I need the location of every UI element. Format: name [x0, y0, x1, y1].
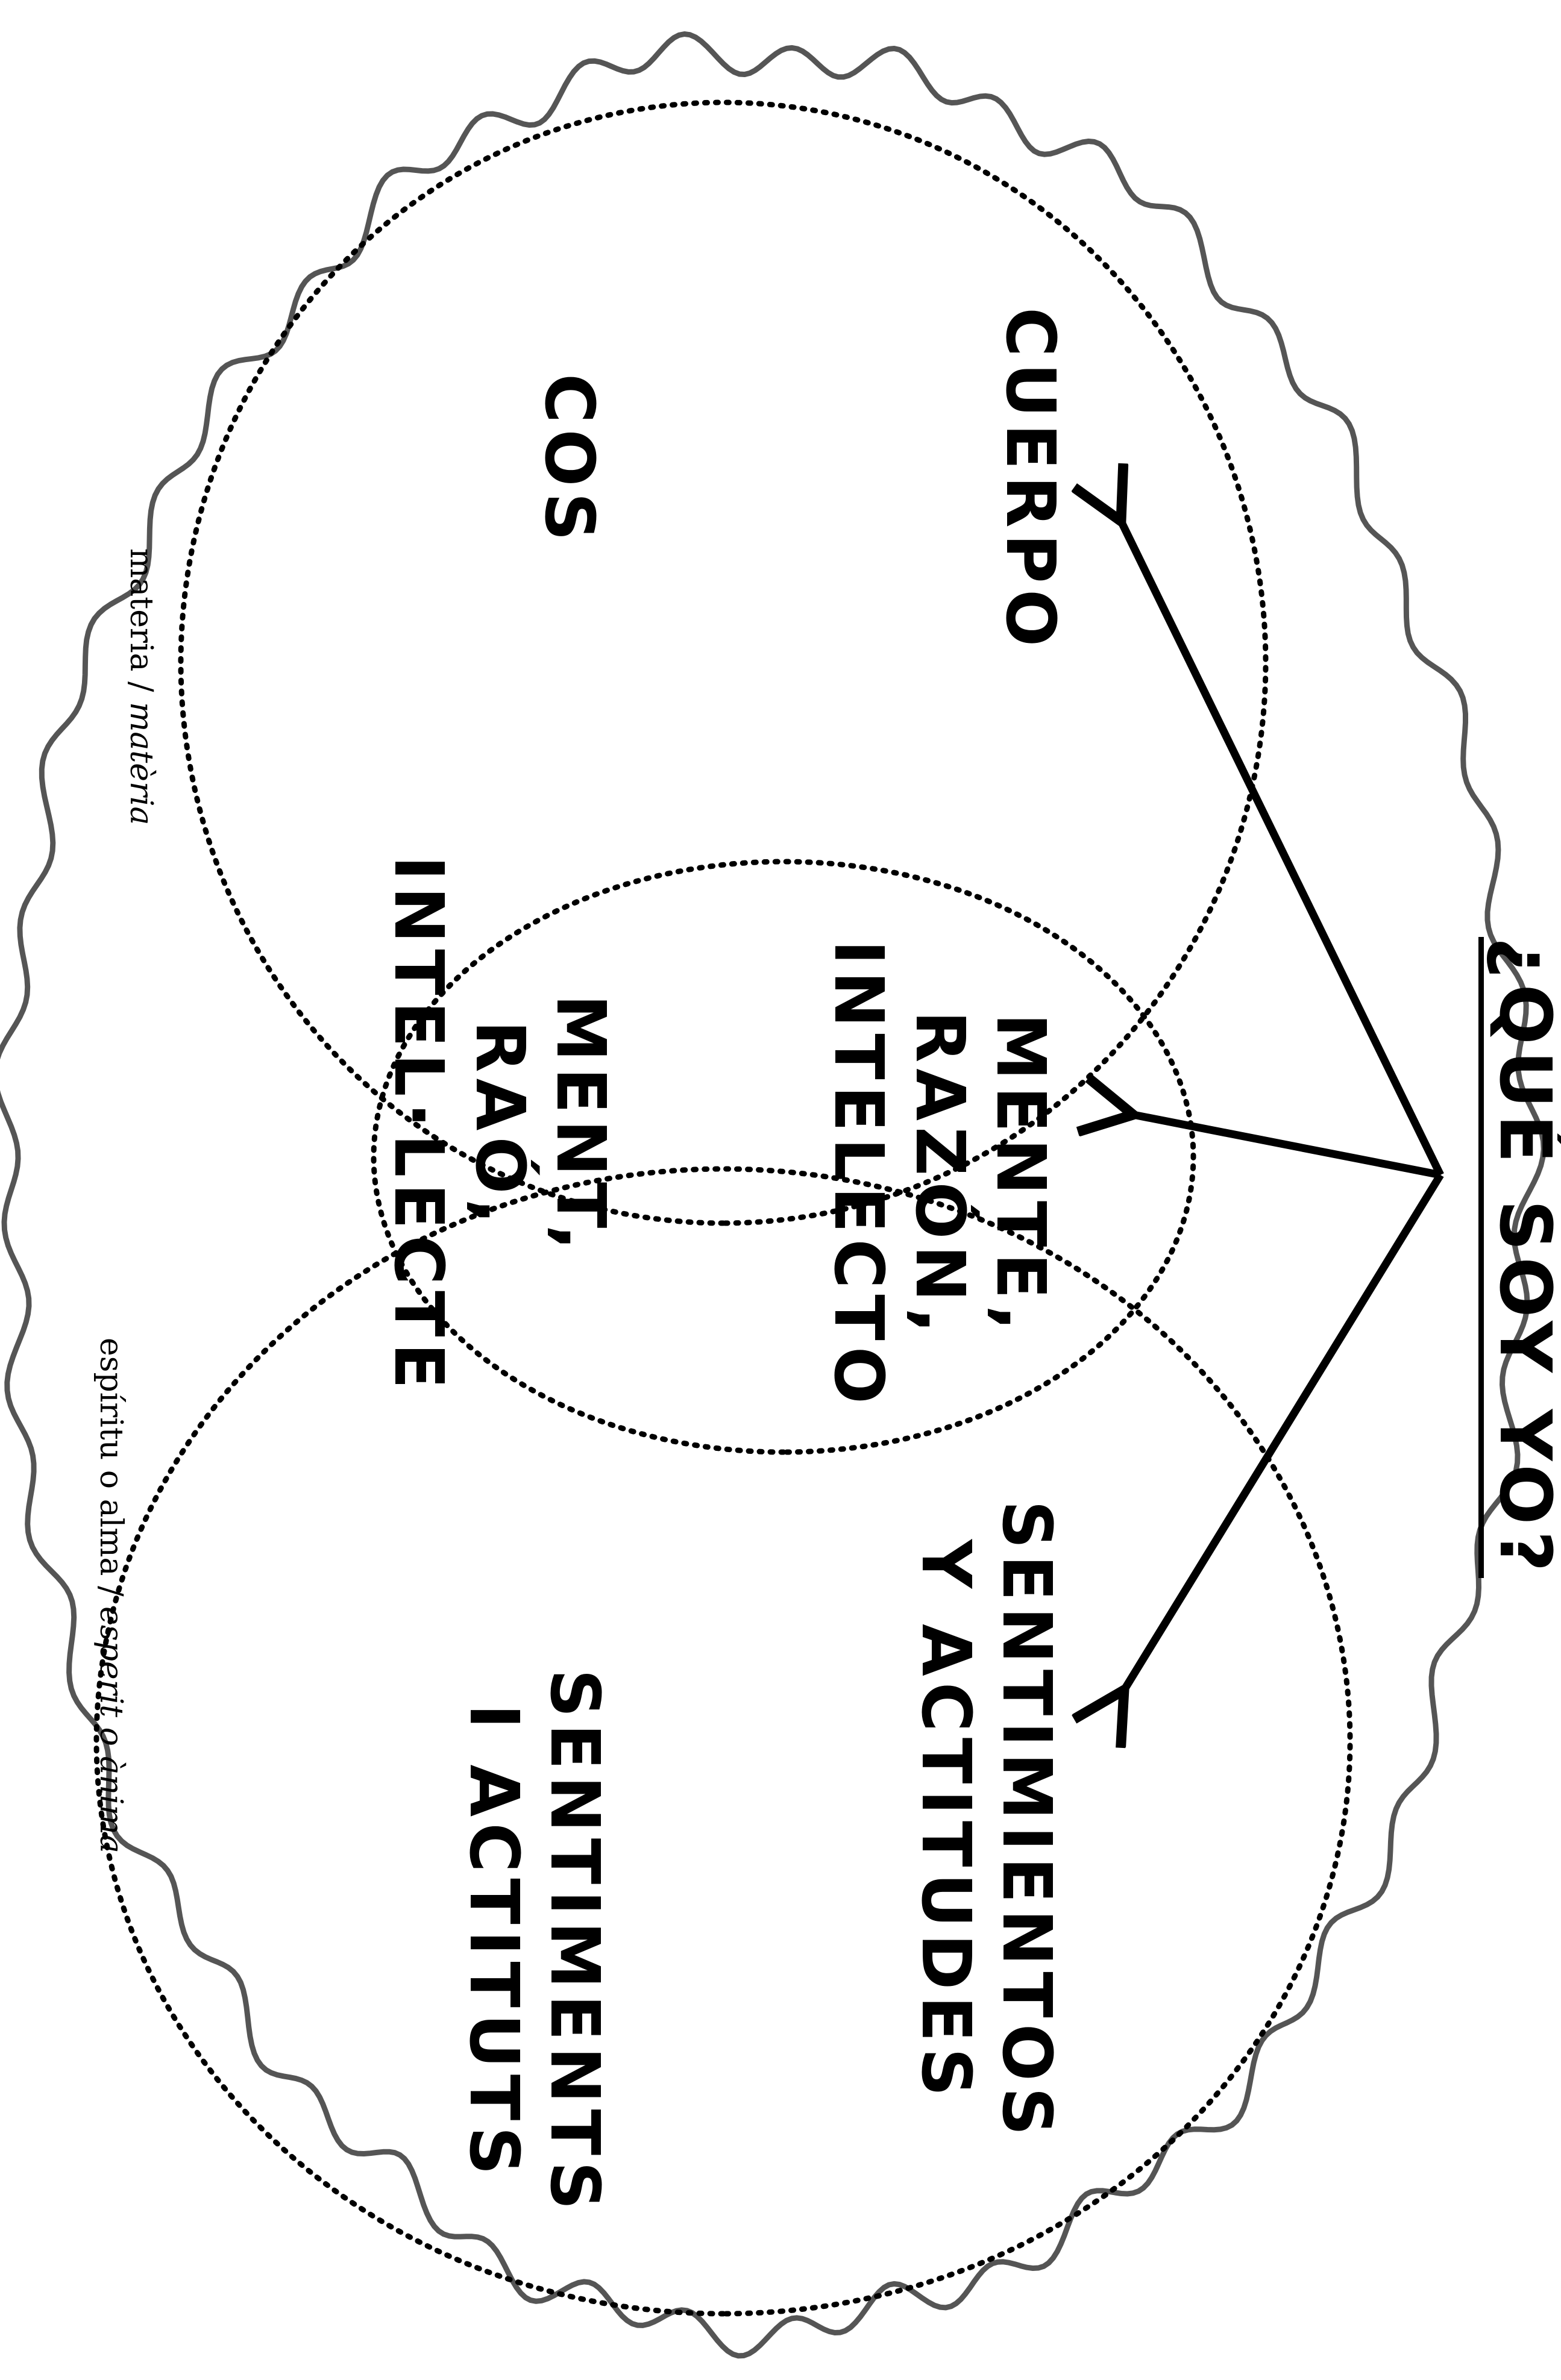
label-cuerpo: CUERPO: [991, 307, 1069, 653]
cloud-outline: [0, 31, 1547, 2359]
label-sentiments-actituts: SENTIMENTS I ACTITUTS: [454, 1669, 614, 2216]
caption-separator: /: [93, 1576, 129, 1607]
mente-circle: [371, 859, 1196, 1455]
caption-materia-es: materia: [123, 548, 159, 672]
arrow-to-sentimientos: [1124, 1173, 1444, 1690]
arrow-to-mente: [1133, 1115, 1442, 1179]
label-sentimientos-actitudes: SENTIMIENTOS Y ACTITUDES: [906, 1500, 1066, 2142]
label-ment-rao-intellecte: MENT, RAÓ, INTEL·LECTE: [379, 856, 620, 1395]
caption-espiritu: espíritu o alma / esperit o ànima: [93, 1338, 129, 1853]
caption-materia-ca: matèria: [123, 702, 159, 825]
caption-espiritu-es: espíritu o alma: [93, 1338, 129, 1576]
materia-circle: [178, 99, 1269, 1226]
espiritu-circle: [93, 1166, 1353, 2317]
arrow-to-cuerpo: [1121, 521, 1444, 1177]
title: ¿QUÉ SOY YO?: [1478, 937, 1561, 1578]
caption-espiritu-ca: esperit o ànima: [93, 1606, 129, 1853]
caption-separator: /: [123, 671, 159, 703]
label-cos: COS: [530, 374, 608, 548]
label-mente-razon-intelecto: MENTE, RAZÓN, INTELECTO: [819, 940, 1060, 1410]
caption-materia: materia / matèria: [123, 548, 159, 825]
